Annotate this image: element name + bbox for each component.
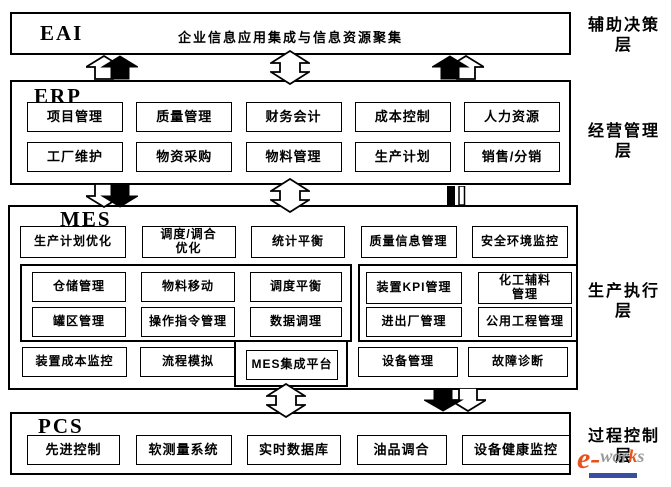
module-box: 化工辅料 管理 [478,272,572,304]
module-box: 设备管理 [358,347,458,377]
module-box: 调度平衡 [250,272,342,302]
module-box: 油品调合 [356,435,447,465]
mes-row-1: 生产计划优化调度/调合 优化统计平衡质量信息管理安全环境监控 [20,226,568,258]
module-box: 实时数据库 [247,435,341,465]
arrow-shafts-icon [447,186,466,205]
module-box: 进出厂管理 [366,307,462,337]
pcs-title: PCS [38,414,84,438]
module-box: 安全环境监控 [472,226,568,258]
up-arrow-icon [432,55,484,80]
mes-group-left-row-2: 罐区管理操作指令管理数据调理 [32,307,342,337]
eworks-logo: e-works [577,444,671,486]
module-box: 装置成本监控 [22,347,127,377]
module-box: 操作指令管理 [141,307,235,337]
module-box: 物资采购 [136,142,233,172]
module-box: 质量信息管理 [360,226,457,258]
module-box: 质量管理 [136,102,233,132]
module-box: 财务会计 [245,102,342,132]
layer-label-decision-support: 辅助决策 层 [587,17,660,54]
module-box: 统计平衡 [251,226,345,258]
double-arrow-icon [270,50,310,85]
pcs-row: 先进控制软测量系统实时数据库油品调合设备健康监控 [27,435,570,465]
mes-group-right-box: 装置KPI管理化工辅料 管理 进出厂管理公用工程管理 [358,264,578,342]
module-box: 生产计划优化 [20,226,126,258]
module-box: 销售/分销 [464,142,560,172]
double-arrow-icon [270,178,310,213]
module-box: 物料管理 [245,142,342,172]
module-box: 项目管理 [27,102,123,132]
mes-integration-frame: MES集成平台 [234,340,348,387]
module-box: 罐区管理 [32,307,126,337]
layer-label-production-execution: 生产执行 层 [587,283,660,320]
layer-label-business-management: 经营管理 层 [587,123,660,160]
module-box: 人力资源 [464,102,560,132]
pcs-layer-box: PCS 先进控制软测量系统实时数据库油品调合设备健康监控 [10,412,571,475]
module-box: 公用工程管理 [478,307,572,337]
erp-row-1: 项目管理质量管理财务会计成本控制人力资源 [27,102,560,132]
up-arrow-icon [86,55,138,80]
module-box: 数据调理 [250,307,342,337]
erp-layer-box: ERP 项目管理质量管理财务会计成本控制人力资源 工厂维护物资采购物料管理生产计… [10,80,571,185]
module-box: 调度/调合 优化 [141,226,236,258]
module-box: 物料移动 [141,272,235,302]
logo-underline [589,473,637,478]
mes-group-left-row-1: 仓储管理物料移动调度平衡 [32,272,342,302]
eai-title: EAI [40,21,84,45]
logo-e: e- [577,442,601,475]
eai-layer-box: EAI 企业信息应用集成与信息资源聚集 [10,12,571,55]
erp-row-2: 工厂维护物资采购物料管理生产计划销售/分销 [27,142,560,172]
module-box: 装置KPI管理 [366,272,462,304]
logo-works: works [600,446,645,466]
module-box: 软测量系统 [135,435,232,465]
module-box: 成本控制 [354,102,451,132]
module-box: 故障诊断 [468,347,568,377]
module-box: 生产计划 [354,142,451,172]
module-box: 设备健康监控 [462,435,570,465]
double-arrow-icon [266,383,306,418]
module-box: 仓储管理 [32,272,126,302]
module-box: 流程模拟 [140,347,236,377]
down-arrow-icon [424,388,486,412]
mes-layer-box: MES 生产计划优化调度/调合 优化统计平衡质量信息管理安全环境监控 仓储管理物… [8,205,578,390]
layer-label-process-control: 过程控制 层 [587,428,660,465]
module-box: MES集成平台 [246,350,338,380]
down-arrow-icon [86,184,138,208]
mes-group-right-row-1: 装置KPI管理化工辅料 管理 [366,272,572,304]
module-box: 先进控制 [27,435,120,465]
module-box: 工厂维护 [27,142,123,172]
mes-group-right-row-2: 进出厂管理公用工程管理 [366,307,572,337]
mes-group-left-box: 仓储管理物料移动调度平衡 罐区管理操作指令管理数据调理 [20,264,352,342]
eai-description: 企业信息应用集成与信息资源聚集 [177,30,403,45]
